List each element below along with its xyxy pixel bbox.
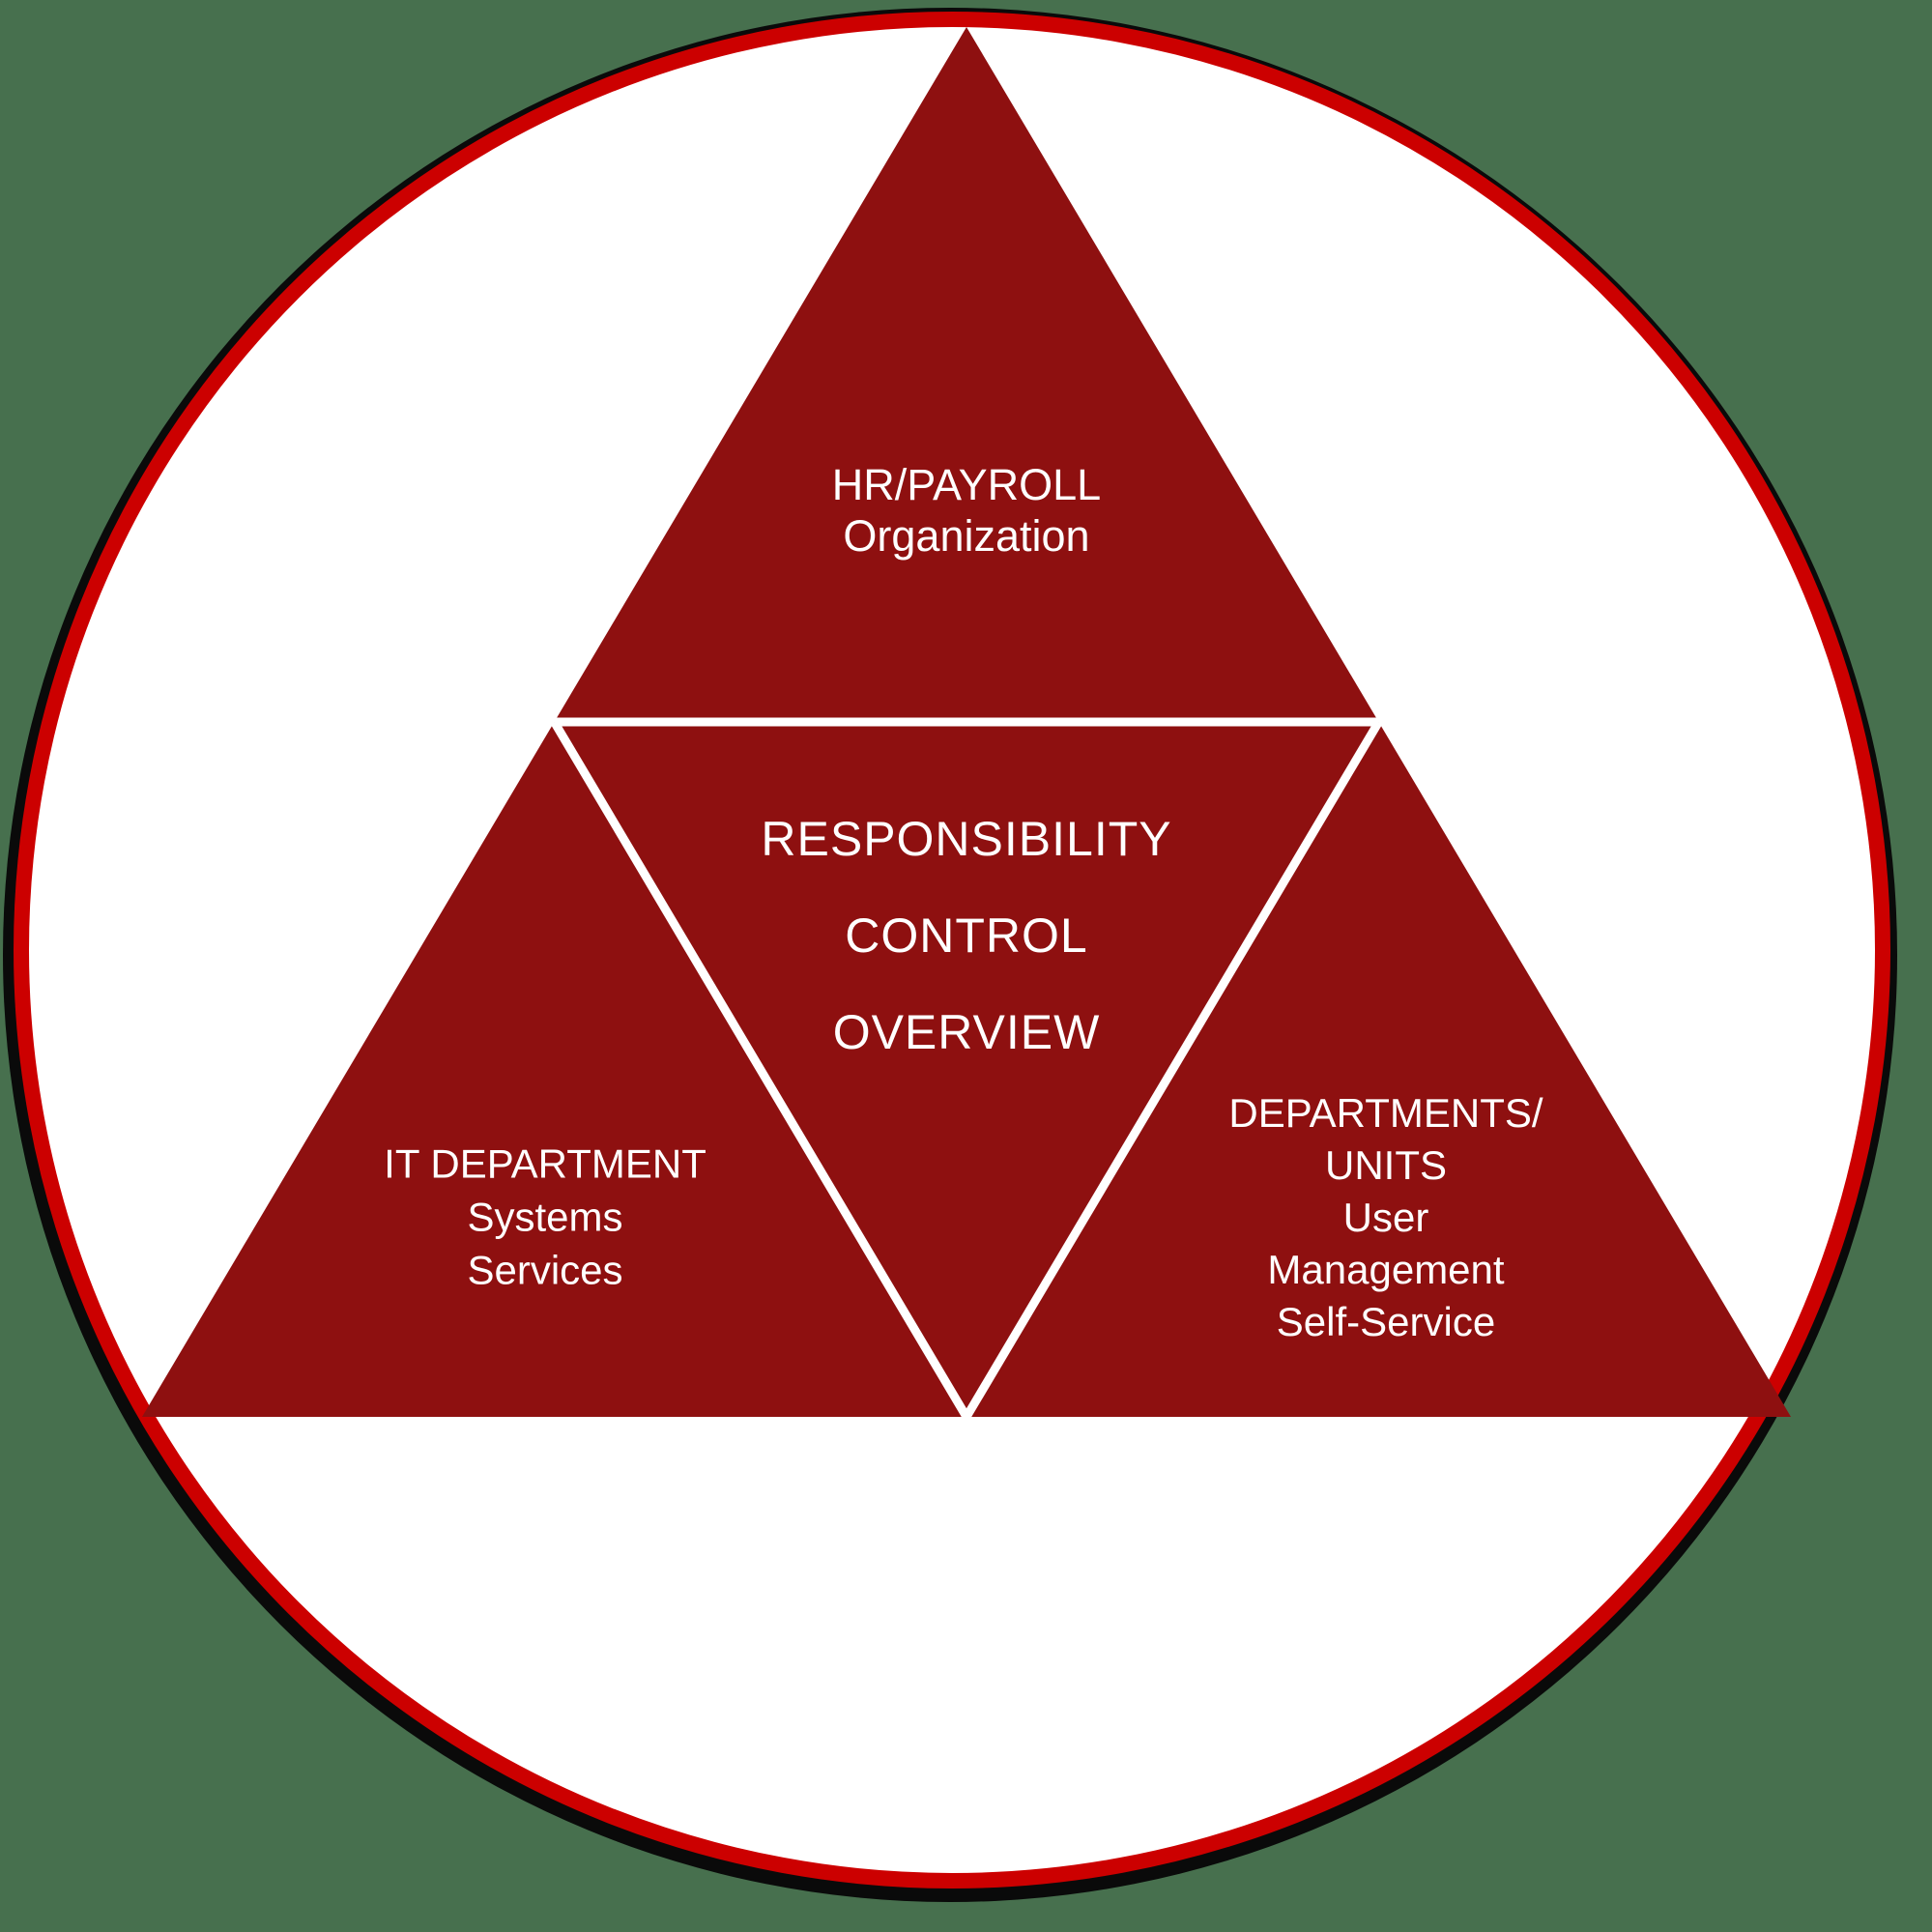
label-departments-units-line: User [1342, 1195, 1429, 1240]
divider-line-left-diagonal [550, 719, 970, 1420]
label-hr-payroll-line: HR/PAYROLL [831, 460, 1102, 509]
label-center-line: OVERVIEW [832, 1005, 1101, 1059]
triangle-left-section [142, 722, 966, 1417]
triangle-right-section [966, 722, 1791, 1417]
label-departments-units: DEPARTMENTS/ UNITS User Management Self-… [1228, 1087, 1543, 1348]
label-departments-units-line: UNITS [1325, 1142, 1447, 1188]
label-responsibility-control-overview: RESPONSIBILITY CONTROL OVERVIEW [761, 791, 1171, 1081]
label-hr-payroll: HR/PAYROLL Organization [832, 459, 1101, 562]
triangle-center-section [554, 722, 1379, 1417]
label-center-line: RESPONSIBILITY [761, 812, 1172, 866]
label-departments-units-line: Self-Service [1276, 1299, 1496, 1344]
divider-line-right-diagonal [963, 719, 1383, 1420]
label-departments-units-line: Management [1267, 1247, 1505, 1292]
label-it-department-line: Services [467, 1247, 623, 1293]
label-it-department-line: IT DEPARTMENT [384, 1140, 706, 1187]
triangle-top-section [554, 27, 1379, 722]
label-center-line: CONTROL [845, 908, 1088, 963]
label-departments-units-line: DEPARTMENTS/ [1228, 1090, 1543, 1136]
label-it-department-line: Systems [467, 1194, 623, 1240]
label-hr-payroll-line: Organization [843, 511, 1090, 561]
label-it-department: IT DEPARTMENT Systems Services [384, 1138, 706, 1297]
